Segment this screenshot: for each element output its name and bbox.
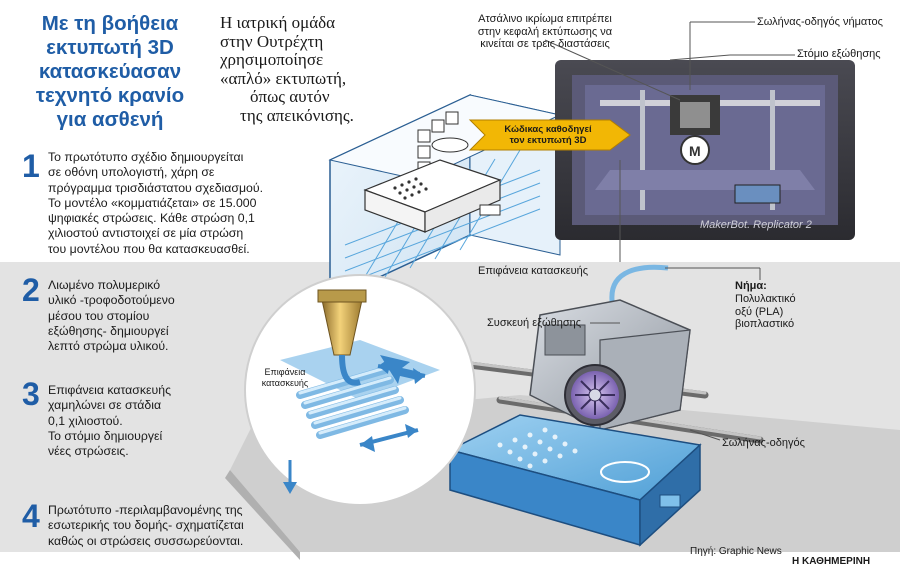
intro-line: στην Ουτρέχτη — [220, 31, 324, 51]
label-line: στην κεφαλή εκτύπωσης να — [477, 25, 613, 38]
code-box — [468, 119, 631, 151]
extruder-label: Συσκευή εξώθησης — [487, 317, 582, 329]
step-line: Το μοντέλο «κομματιάζεται» σε 15.000 — [48, 195, 257, 210]
title-line: για ασθενή — [56, 108, 164, 131]
svg-text:M: M — [689, 143, 701, 159]
step-line: Επιφάνεια κατασκευής — [48, 383, 171, 397]
filament-desc: Πολυλακτικό οξύ (PLA) βιοπλαστικό — [735, 293, 796, 331]
magnifier — [244, 274, 476, 506]
step-line: υλικό -τροφοδοτούμενο — [48, 293, 175, 308]
down-arrow — [283, 460, 297, 494]
publisher-logo: Η ΚΑΘΗΜΕΡΙΝΗ — [792, 556, 871, 567]
step-line: Λιωμένο πολυμερικό — [48, 278, 161, 292]
intro-line: Η ιατρική ομάδα — [220, 13, 336, 32]
step-number: 1 — [22, 148, 40, 184]
extruder-graphic — [529, 299, 691, 445]
intro-line: της απεικόνισης. — [240, 105, 354, 125]
filament-tube — [609, 264, 669, 330]
step-line: πρόγραμμα τρισδιάστατου σχεδιασμού. — [48, 180, 264, 195]
step-line: καθώς οι στρώσεις συσσωρεύονται. — [48, 533, 244, 548]
label-line: Επιφάνεια — [264, 367, 306, 377]
step-line: εσωτερικής του δομής- σχηματίζεται — [48, 518, 244, 533]
step-line: 0,1 χιλιοστού. — [48, 413, 123, 428]
step-line: λεπτό στρώμα υλικού. — [48, 339, 169, 354]
step-3-text: Επιφάνεια κατασκευής χαμηλώνει σε στάδια… — [48, 383, 228, 459]
nozzle-label: Στόμιο εξώθησης — [797, 48, 881, 60]
step-line: μέσου του στομίου — [48, 308, 150, 323]
label-line: Ατσάλινο ικρίωμα επιτρέπει — [478, 13, 612, 25]
step-line: σε οθόνη υπολογιστή, χάρη σε — [48, 165, 215, 180]
label-line: κατασκευής — [261, 377, 309, 388]
title-line: κατασκεύασαν — [38, 60, 182, 83]
step-4-text: Πρωτότυπο -περιλαμβανομένης της εσωτερικ… — [48, 503, 328, 549]
white-step-area — [0, 262, 250, 300]
step-number: 2 — [22, 272, 40, 308]
step-line: χαμηλώνει σε στάδια — [48, 398, 162, 413]
screen-graphic — [328, 93, 562, 302]
guide-rail-label: Σωλήνας-οδηγός — [722, 437, 805, 449]
step-number: 4 — [22, 498, 40, 534]
code-box-text: Κώδικας καθοδηγεί τον εκτυπωτή 3D — [488, 124, 608, 146]
step-line: Πρωτότυπο -περιλαμβανομένης της — [48, 503, 243, 517]
intro-line: «απλό» εκτυπωτή, — [220, 68, 347, 88]
intro-line: χρησιμοποίησε — [220, 50, 324, 69]
filament-title: Νήμα: — [735, 280, 767, 292]
build-surface-small-label: Επιφάνεια κατασκευής — [255, 367, 315, 388]
label-line: οξύ (PLA) — [735, 305, 784, 318]
label-line: Κώδικας καθοδηγεί — [504, 124, 592, 135]
build-surface-label: Επιφάνεια κατασκευής — [478, 265, 589, 277]
arm-label: Ατσάλινο ικρίωμα επιτρέπει στην κεφαλή ε… — [455, 13, 635, 51]
page-title: Με τη βοήθεια εκτυπωτή 3D κατασκεύασαν τ… — [10, 12, 210, 132]
step-line: Το πρωτότυπο σχέδιο δημιουργείται — [48, 150, 244, 164]
leader-lines — [544, 21, 795, 441]
title-line: εκτυπωτή 3D — [46, 36, 174, 59]
intro-text: Η ιατρική ομάδα στην Ουτρέχτη χρησιμοποί… — [220, 13, 420, 125]
label-line: τον εκτυπωτή 3D — [509, 135, 587, 146]
label-line: Πολυλακτικό — [735, 293, 796, 305]
intro-line: όπως αυτόν — [250, 87, 330, 106]
printer-brand-text: MakerBot. Replicator 2 — [700, 219, 812, 231]
printer-graphic: M MakerBot. Replicator 2 — [555, 60, 855, 240]
step-line: νέες στρώσεις. — [48, 444, 129, 459]
step-2-text: Λιωμένο πολυμερικό υλικό -τροφοδοτούμενο… — [48, 278, 228, 354]
label-line: βιοπλαστικό — [735, 318, 795, 330]
step-line: ψηφιακές στρώσεις. Κάθε στρώση 0,1 — [48, 211, 255, 226]
source-credit: Πηγή: Graphic News — [690, 546, 782, 557]
step-line: του μοντέλου που θα κατασκευασθεί. — [48, 241, 250, 256]
step-number: 3 — [22, 376, 40, 412]
step-line: εξώθησης- δημιουργεί — [48, 323, 169, 338]
step-1-text: Το πρωτότυπο σχέδιο δημιουργείται σε οθό… — [48, 150, 348, 257]
title-line: Με τη βοήθεια — [41, 12, 179, 35]
title-line: τεχνητό κρανίο — [35, 84, 185, 107]
step-line: Το στόμιο δημιουργεί — [48, 428, 163, 443]
filament-guide-label: Σωλήνας-οδηγός νήματος — [757, 16, 883, 28]
build-platform-edge — [225, 470, 300, 560]
step-line: χιλιοστού αντιστοιχεί σε μία στρώση — [48, 226, 244, 241]
printed-model — [447, 414, 702, 547]
label-line: κινείται σε τρεις διαστάσεις — [480, 38, 610, 50]
